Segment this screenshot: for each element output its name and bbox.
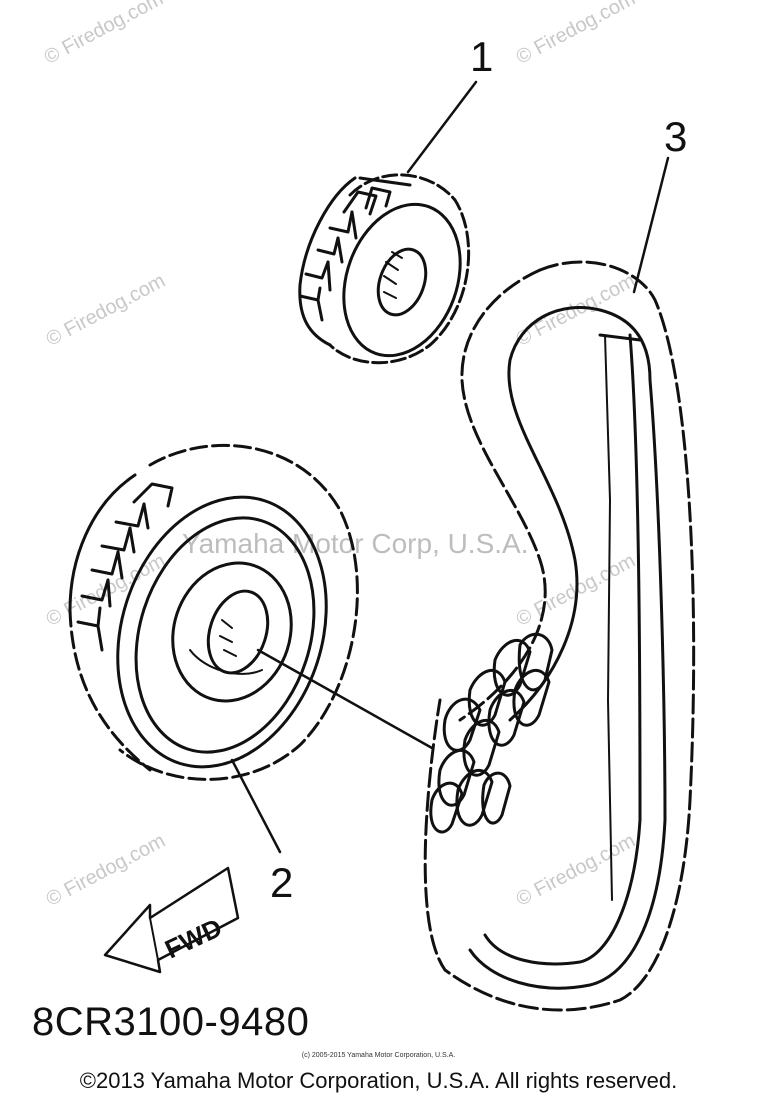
drive-chain xyxy=(423,260,696,1012)
callout-3: 3 xyxy=(664,113,688,160)
diagram-code: 8CR3100-9480 xyxy=(32,1000,310,1044)
callout-2: 2 xyxy=(270,859,294,906)
copyright-footer: ©2013 Yamaha Motor Corporation, U.S.A. A… xyxy=(79,1068,678,1093)
small-sprocket xyxy=(298,173,471,365)
forward-arrow xyxy=(103,866,240,974)
small-copyright: (c) 2005-2015 Yamaha Motor Corporation, … xyxy=(301,1052,456,1059)
fwd-label: FWD xyxy=(160,912,226,964)
large-sprocket xyxy=(68,443,359,781)
callout-1: 1 xyxy=(470,33,494,80)
